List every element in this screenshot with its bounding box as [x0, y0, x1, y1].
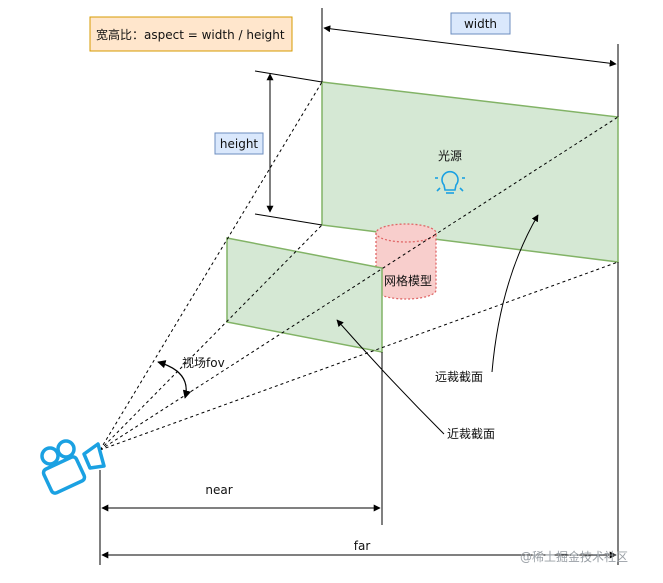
far-plane-label: 远裁截面: [435, 370, 483, 384]
near-plane: [226, 237, 383, 353]
fov-label: 视场fov: [182, 355, 225, 370]
width-label: width: [450, 12, 511, 35]
height-dimension: [254, 70, 323, 226]
height-label: height: [214, 132, 264, 155]
light-label: 光源: [438, 149, 462, 163]
aspect-text: 宽高比：aspect = width / height: [96, 27, 285, 42]
width-text: width: [464, 17, 497, 31]
camera-icon: [40, 439, 106, 495]
lightbulb-icon: [435, 170, 465, 194]
near-label: near: [205, 483, 232, 497]
distance-dimensions: [99, 262, 619, 565]
mesh-model: [375, 223, 437, 300]
fov-arc: [157, 360, 192, 399]
light-source: 光源: [435, 149, 465, 194]
far-plane: [321, 81, 619, 263]
height-text: height: [220, 137, 259, 151]
near-plane-label: 近裁截面: [447, 427, 495, 441]
callout-lines: [336, 214, 539, 435]
mesh-label: 网格模型: [384, 273, 432, 288]
far-label: far: [354, 539, 371, 553]
width-dimension: [321, 8, 619, 117]
watermark: @稀土掘金技术社区: [520, 549, 628, 564]
aspect-box: 宽高比：aspect = width / height: [89, 16, 293, 52]
